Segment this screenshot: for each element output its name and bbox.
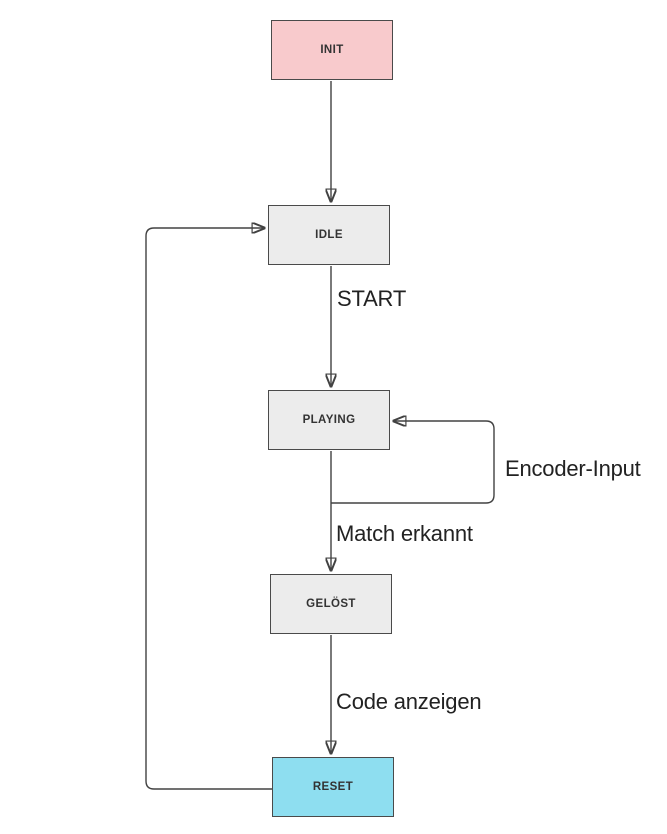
- edge-label-code-anzeigen: Code anzeigen: [336, 689, 482, 714]
- edge-label-encoder-input: Encoder-Input: [505, 456, 641, 481]
- edge-playing-self-loop: [331, 421, 495, 504]
- state-label-playing: PLAYING: [302, 414, 356, 426]
- edge-label-start: START: [337, 286, 407, 311]
- state-label-idle: IDLE: [315, 229, 343, 241]
- state-node-init[interactable]: INIT: [271, 20, 393, 80]
- edge-label-match-erkannt: Match erkannt: [336, 521, 473, 546]
- state-node-reset[interactable]: RESET: [272, 757, 394, 817]
- state-label-geloest: GELÖST: [306, 598, 356, 610]
- state-node-idle[interactable]: IDLE: [268, 205, 390, 265]
- state-node-playing[interactable]: PLAYING: [268, 390, 390, 450]
- state-label-init: INIT: [320, 44, 344, 56]
- state-node-geloest[interactable]: GELÖST: [270, 574, 392, 634]
- state-label-reset: RESET: [312, 781, 354, 793]
- edge-reset-to-idle: [145, 228, 272, 790]
